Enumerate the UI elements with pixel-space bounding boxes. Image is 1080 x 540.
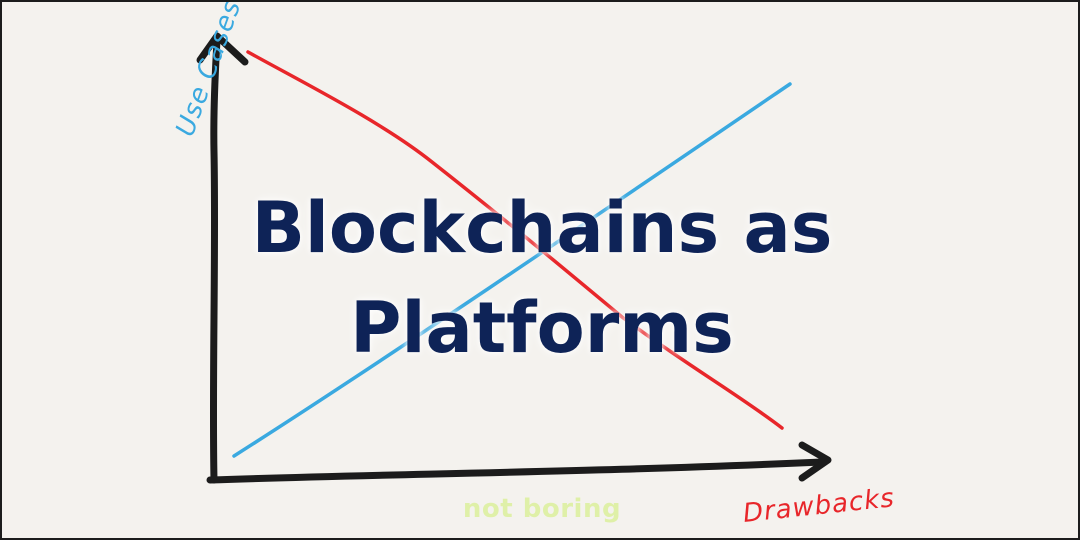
- y-axis-arrowhead: [196, 32, 249, 66]
- title-line-1: Blockchains as: [251, 187, 833, 269]
- y-axis-label: Use Cases: [170, 2, 247, 140]
- x-axis: [206, 458, 826, 484]
- drawbacks-line: [246, 50, 784, 430]
- brand-watermark: not boring: [462, 494, 622, 524]
- x-axis-arrowhead: [798, 441, 832, 482]
- use-cases-line: [232, 82, 792, 458]
- y-axis: [209, 36, 221, 484]
- title-line-2: Platforms: [350, 287, 734, 369]
- page-title: Blockchains as Platforms: [2, 178, 1078, 378]
